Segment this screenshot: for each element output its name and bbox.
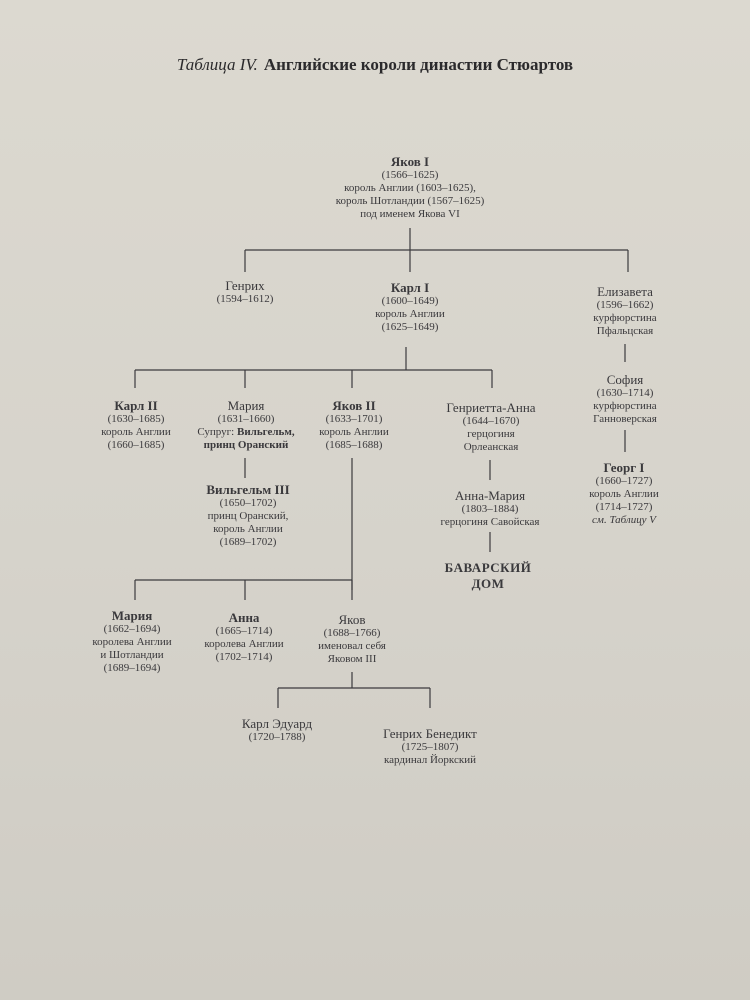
- person-title: Пфальцская: [596, 325, 654, 337]
- person-dates: (1600–1649): [381, 295, 439, 307]
- bavarian-house: БАВАРСКИЙ ДОМ: [403, 560, 573, 592]
- person-henrietta-anne: Генриетта-Анна (1644–1670) герцогиня Орл…: [406, 400, 576, 454]
- person-title: курфюрстина: [593, 312, 657, 324]
- house-name: ДОМ: [471, 576, 505, 591]
- person-reign: (1685–1688): [325, 439, 383, 451]
- person-name: Мария: [227, 398, 265, 413]
- person-reign: (1689–1694): [103, 662, 161, 674]
- person-name: Яков II: [332, 398, 376, 413]
- person-dates: (1633–1701): [325, 413, 383, 425]
- person-dates: (1644–1670): [462, 415, 520, 427]
- person-title: Ганноверская: [593, 413, 657, 425]
- person-name: Карл II: [114, 398, 158, 413]
- person-name: Елизавета: [597, 284, 653, 299]
- person-title: король Англии (1603–1625),: [344, 182, 476, 194]
- page-title: Таблица IV. Английские короли династии Ст…: [0, 55, 750, 75]
- person-name: Яков I: [390, 154, 430, 169]
- person-title: король Англии: [101, 426, 171, 438]
- person-dates: (1566–1625): [381, 169, 439, 181]
- person-dates: (1660–1727): [595, 475, 653, 487]
- person-name: Вильгельм III: [206, 482, 290, 497]
- person-sophia: София (1630–1714) курфюрстина Ганноверск…: [540, 372, 710, 426]
- person-dates: (1650–1702): [219, 497, 277, 509]
- person-dates: (1596–1662): [596, 299, 654, 311]
- person-title: герцогиня: [467, 428, 515, 440]
- person-henry-benedict: Генрих Бенедикт (1725–1807) кардинал Йор…: [345, 726, 515, 767]
- person-henry: Генрих (1594–1612): [160, 278, 330, 306]
- person-name: Генрих Бенедикт: [383, 726, 477, 741]
- person-title: принц Оранский,: [207, 510, 289, 522]
- person-reign: (1714–1727): [595, 501, 653, 513]
- person-name: Анна-Мария: [454, 488, 526, 503]
- person-james-i: Яков I (1566–1625) король Англии (1603–1…: [325, 154, 495, 221]
- person-name: Генрих: [225, 278, 265, 293]
- person-note: именовал себя: [318, 640, 386, 652]
- person-charles-i: Карл I (1600–1649) король Англии (1625–1…: [325, 280, 495, 334]
- person-dates: (1594–1612): [216, 293, 274, 305]
- person-reign: (1660–1685): [107, 439, 165, 451]
- person-dates: (1720–1788): [248, 731, 306, 743]
- person-james-ii: Яков II (1633–1701) король Англии (1685–…: [269, 398, 439, 452]
- person-title: королева Англии: [204, 638, 284, 650]
- person-title: и Шотландии: [100, 649, 164, 661]
- person-note: под именем Якова VI: [360, 208, 460, 220]
- person-elizabeth: Елизавета (1596–1662) курфюрстина Пфальц…: [540, 284, 710, 338]
- person-anne: Анна (1665–1714) королева Англии (1702–1…: [159, 610, 329, 664]
- person-title: король Шотландии (1567–1625): [335, 195, 485, 207]
- spouse-title: принц Оранский: [203, 439, 289, 451]
- person-title: королева Англии: [92, 636, 172, 648]
- person-name: Генриетта-Анна: [446, 400, 536, 415]
- person-reign: (1689–1702): [219, 536, 277, 548]
- table-title: Английские короли династии Стюартов: [263, 55, 574, 74]
- person-dates: (1803–1884): [461, 503, 519, 515]
- person-reign: (1702–1714): [215, 651, 273, 663]
- person-spouse: Супруг: Вильгельм,: [161, 426, 331, 439]
- person-title: король Англии: [319, 426, 389, 438]
- person-title: король Англии: [375, 308, 445, 320]
- person-mary: Мария (1631–1660) Супруг: Вильгельм, при…: [161, 398, 331, 452]
- person-charles-edward: Карл Эдуард (1720–1788): [192, 716, 362, 744]
- person-dates: (1665–1714): [215, 625, 273, 637]
- person-dates: (1688–1766): [323, 627, 381, 639]
- table-number: Таблица IV.: [176, 55, 258, 74]
- cross-reference: см. Таблицу V: [592, 514, 656, 526]
- spouse-name: Вильгельм,: [236, 426, 295, 438]
- person-mary-ii: Мария (1662–1694) королева Англии и Шотл…: [47, 608, 217, 675]
- person-dates: (1662–1694): [103, 623, 161, 635]
- spouse-label: Супруг:: [197, 426, 235, 438]
- person-name: Яков: [338, 612, 366, 627]
- person-dates: (1725–1807): [401, 741, 459, 753]
- person-title: Орлеанская: [463, 441, 519, 453]
- person-title: король Англии: [213, 523, 283, 535]
- person-name: Карл Эдуард: [241, 716, 313, 731]
- person-reign: (1625–1649): [381, 321, 439, 333]
- person-william-iii: Вильгельм III (1650–1702) принц Оранский…: [163, 482, 333, 549]
- person-title: курфюрстина: [593, 400, 657, 412]
- person-dates: (1631–1660): [217, 413, 275, 425]
- person-title: кардинал Йоркский: [383, 754, 477, 766]
- person-name: Анна: [228, 610, 260, 625]
- person-george-i: Георг I (1660–1727) король Англии (1714–…: [539, 460, 709, 527]
- house-name: БАВАРСКИЙ: [444, 560, 532, 575]
- person-title: герцогиня Савойская: [440, 516, 540, 528]
- person-anne-marie: Анна-Мария (1803–1884) герцогиня Савойск…: [405, 488, 575, 529]
- person-title: король Англии: [589, 488, 659, 500]
- person-dates: (1630–1685): [107, 413, 165, 425]
- person-dates: (1630–1714): [596, 387, 654, 399]
- person-name: Георг I: [603, 460, 645, 475]
- person-name: Карл I: [390, 280, 430, 295]
- person-charles-ii: Карл II (1630–1685) король Англии (1660–…: [51, 398, 221, 452]
- person-name: Мария: [111, 608, 153, 623]
- person-note: Яковом III: [327, 653, 377, 665]
- person-name: София: [606, 372, 644, 387]
- person-james-old-pretender: Яков (1688–1766) именовал себя Яковом II…: [267, 612, 437, 666]
